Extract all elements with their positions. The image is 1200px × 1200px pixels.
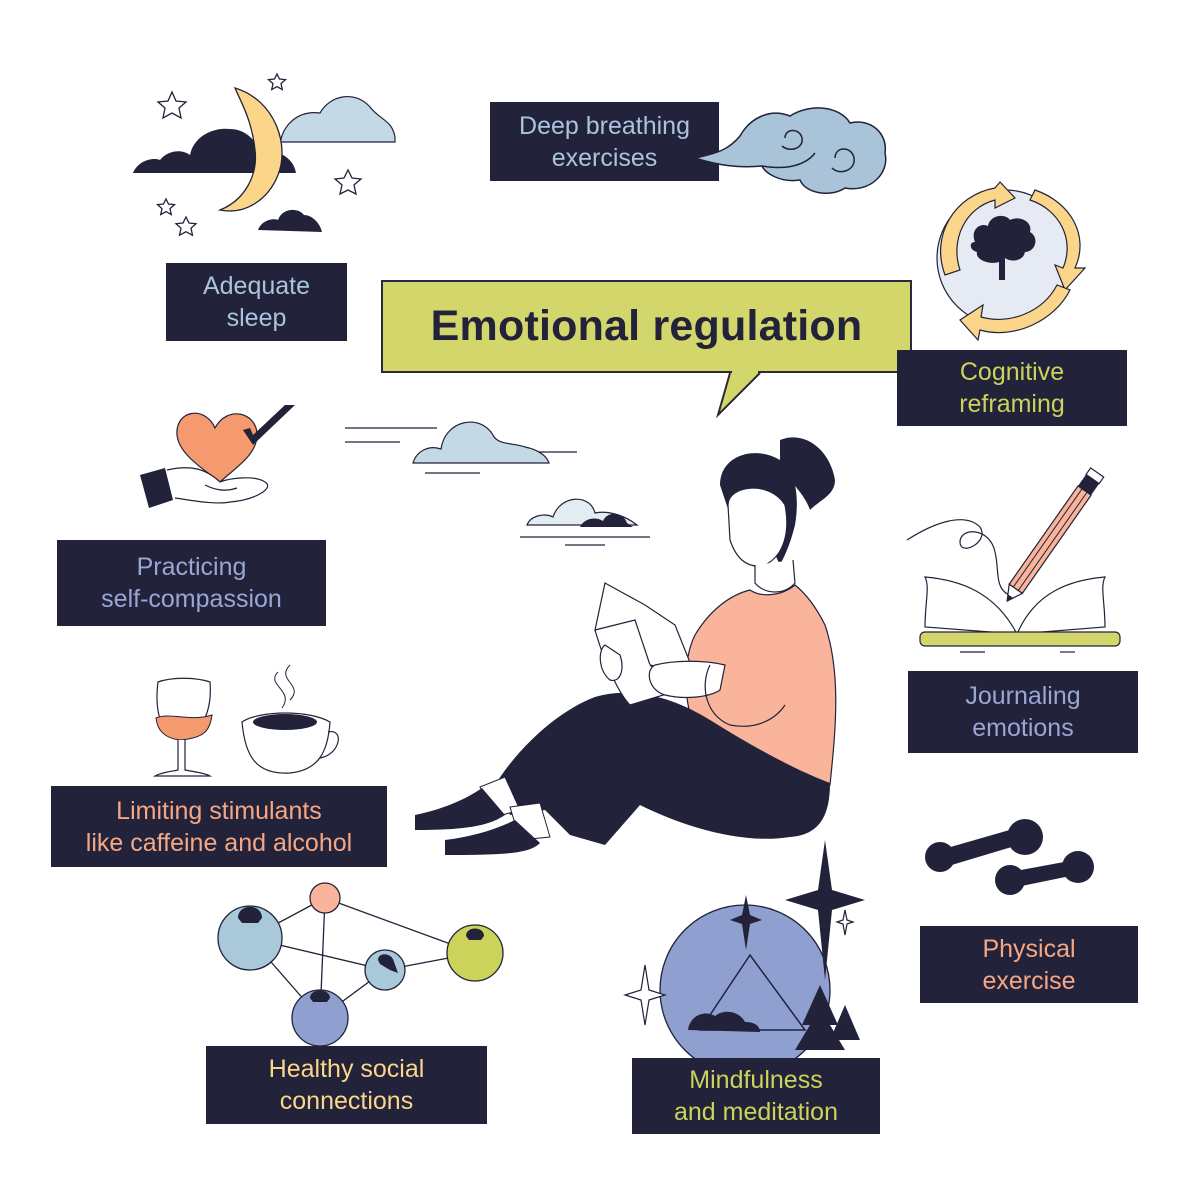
label-line-2: reframing: [959, 390, 1065, 418]
label-deep-breathing: Deep breathing exercises: [490, 102, 719, 181]
speech-bubble-tail: [715, 369, 761, 419]
sky-clouds-decoration: [345, 421, 650, 546]
label-physical-exercise: Physical exercise: [920, 926, 1138, 1003]
wine-coffee-icon: [152, 664, 339, 777]
label-line-1: Physical: [982, 934, 1076, 963]
woman-reading-illustration: [415, 437, 837, 855]
label-line-1: Cognitive: [959, 358, 1065, 386]
label-line-2: exercises: [551, 143, 658, 172]
title-bubble: Emotional regulation: [381, 280, 912, 373]
dumbbells-icon: [925, 819, 1094, 895]
mountain-sparkles-icon: [622, 840, 865, 1076]
label-line-2: connections: [279, 1087, 414, 1115]
label-mindfulness: Mindfulness and meditation: [632, 1058, 880, 1134]
label-line-1: Adequate: [202, 272, 311, 300]
label-line-2: emotions: [972, 714, 1074, 742]
hand-heart-check-icon: [140, 405, 295, 508]
pencil-book-icon: [906, 467, 1121, 653]
label-line-2: like caffeine and alcohol: [85, 828, 353, 857]
label-stimulants: Limiting stimulants like caffeine and al…: [51, 786, 387, 867]
moon-clouds-stars-icon: [133, 72, 396, 237]
label-line-1: Journaling: [965, 682, 1081, 710]
label-line-1: Healthy social: [268, 1055, 425, 1083]
label-line-1: Practicing: [136, 553, 247, 581]
label-line-2: sleep: [226, 304, 287, 332]
page-title: Emotional regulation: [430, 302, 863, 350]
people-network-icon: [217, 882, 504, 1047]
label-self-compassion: Practicing self-compassion: [57, 540, 326, 626]
swirl-cloud-icon: [692, 107, 887, 195]
label-cognitive-reframing: Cognitive reframing: [897, 350, 1127, 426]
label-line-2: self-compassion: [101, 585, 282, 613]
label-line-1: Deep breathing: [519, 111, 690, 140]
label-social-connections: Healthy social connections: [206, 1046, 487, 1124]
brain-cycle-icon: [936, 181, 1087, 342]
label-line-2: and meditation: [673, 1098, 838, 1126]
label-line-1: Mindfulness: [689, 1066, 823, 1094]
label-journaling: Journaling emotions: [908, 671, 1138, 753]
label-line-1: Limiting stimulants: [116, 796, 322, 825]
label-line-2: exercise: [982, 966, 1076, 995]
label-adequate-sleep: Adequate sleep: [166, 263, 347, 341]
